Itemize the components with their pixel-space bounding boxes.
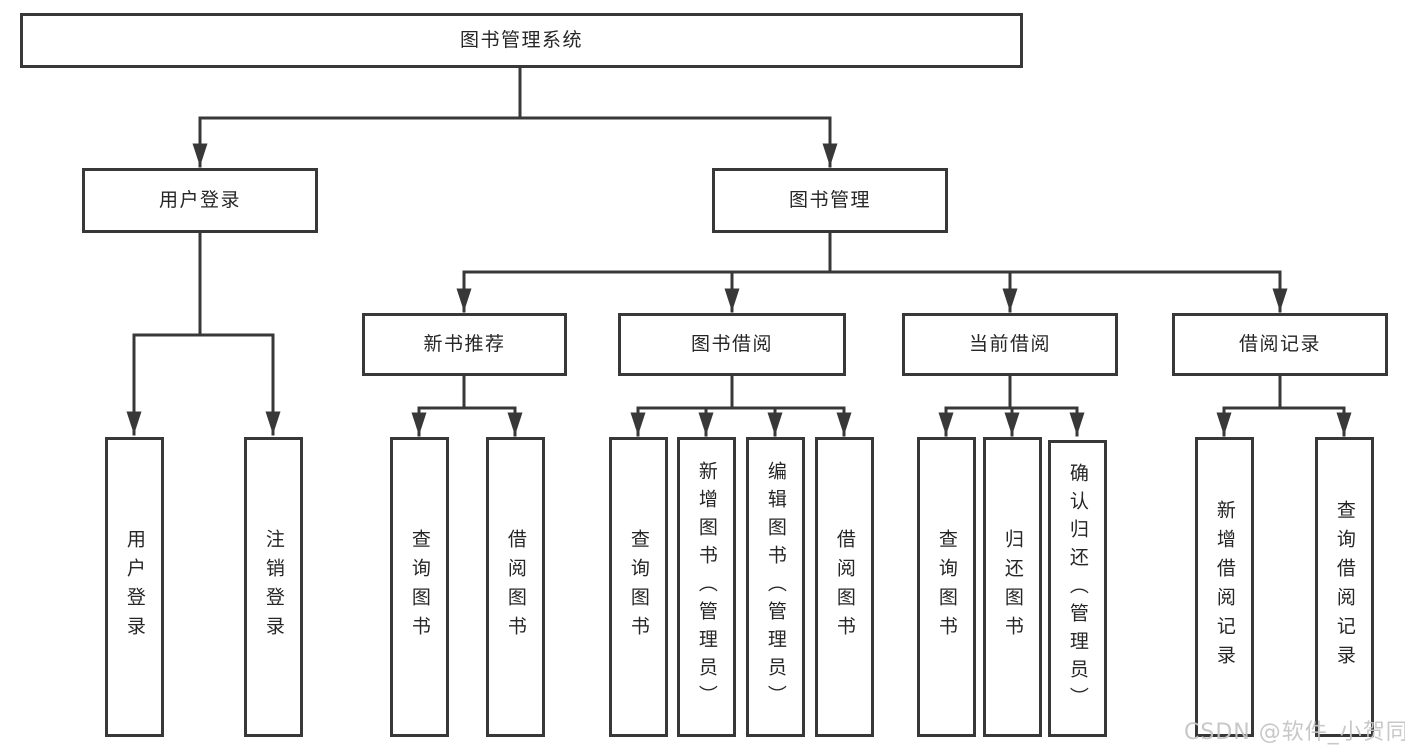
node-user-login: 用户登录 — [82, 168, 318, 233]
leaf-query-books-recommend: 查询图书 — [390, 437, 449, 737]
leaf-query-books-borrow: 查询图书 — [609, 437, 668, 737]
leaf-borrow-books: 借阅图书 — [815, 437, 874, 737]
leaf-query-borrow-record: 查询借阅记录 — [1315, 437, 1374, 737]
leaf-return-books: 归还图书 — [983, 437, 1042, 737]
node-new-book-recommend: 新书推荐 — [362, 313, 567, 376]
node-current-borrow: 当前借阅 — [902, 313, 1118, 376]
leaf-logout-login: 注销登录 — [244, 437, 303, 737]
leaf-add-borrow-record: 新增借阅记录 — [1195, 437, 1254, 737]
csdn-watermark: CSDN @软件_小贺同学 — [1184, 720, 1405, 745]
node-book-borrow: 图书借阅 — [618, 313, 846, 376]
leaf-user-login: 用户登录 — [105, 437, 164, 737]
leaf-edit-books-admin: 编辑图书（管理员） — [746, 437, 805, 737]
leaf-confirm-return-admin: 确认归还（管理员） — [1048, 440, 1107, 737]
node-borrow-records: 借阅记录 — [1172, 313, 1388, 376]
leaf-query-books-current: 查询图书 — [917, 437, 976, 737]
leaf-add-books-admin: 新增图书（管理员） — [677, 437, 736, 737]
node-root-system: 图书管理系统 — [20, 13, 1023, 68]
leaf-borrow-books-recommend: 借阅图书 — [486, 437, 545, 737]
node-book-management: 图书管理 — [712, 168, 948, 233]
